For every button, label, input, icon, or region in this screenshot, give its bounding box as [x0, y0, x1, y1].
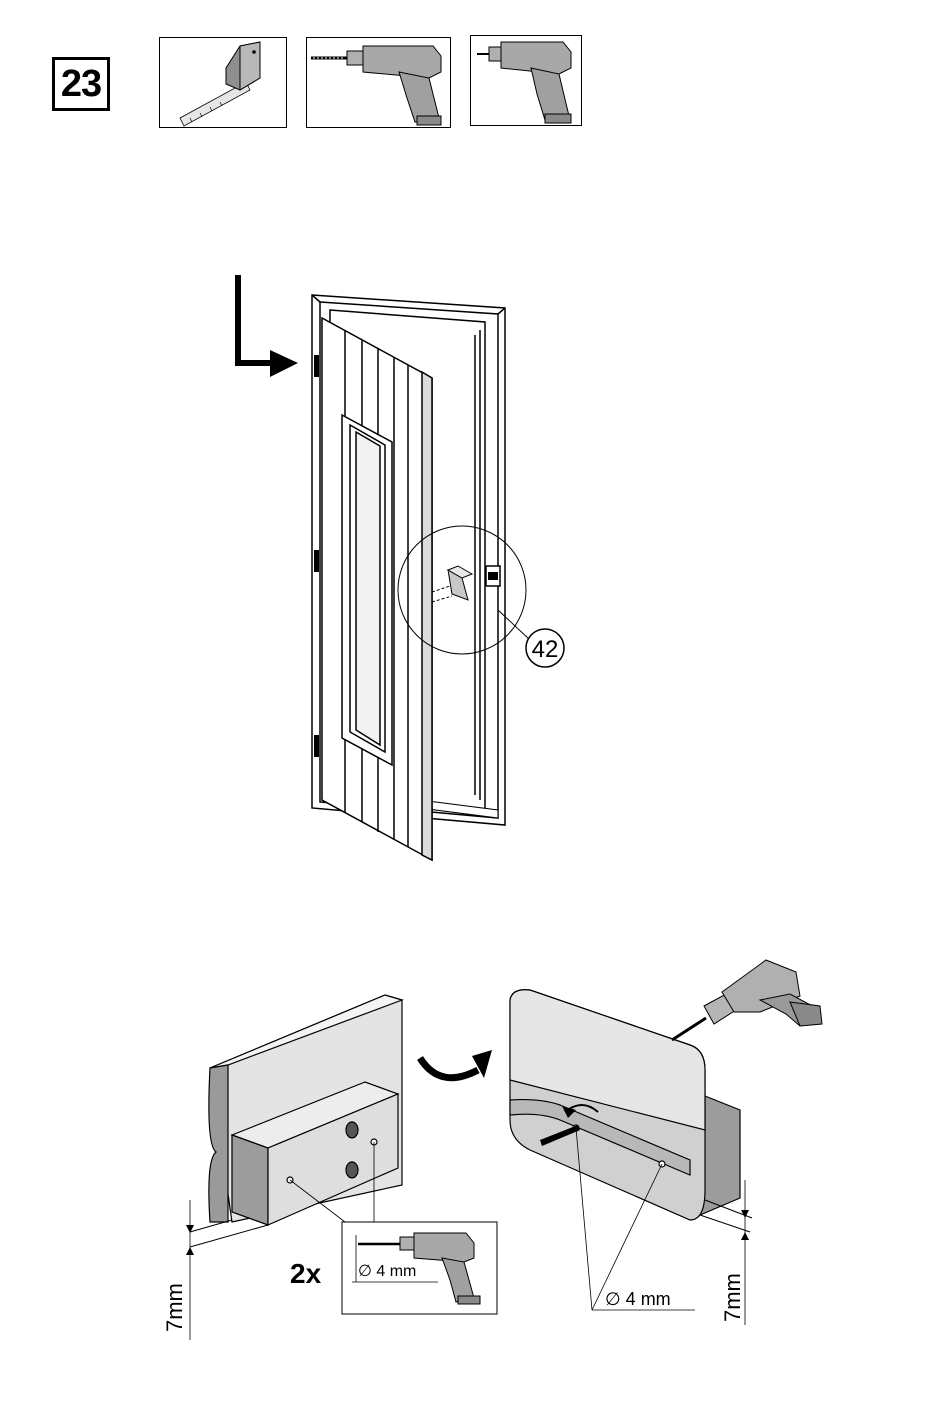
part-callout: 42: [526, 629, 564, 667]
direction-arrow-icon: [238, 275, 298, 377]
frame-section-left: [209, 995, 402, 1225]
hardware-detail-illustration: ∅ 4 mm 2x 7mm ∅ 4 mm 7mm: [0, 900, 950, 1409]
right-drill-icon: [672, 960, 822, 1040]
flip-arrow-icon: [420, 1058, 478, 1078]
offset-left: 7mm: [162, 1283, 187, 1332]
door-illustration: 42: [0, 0, 950, 900]
hinge-top: [314, 355, 319, 377]
hole-diameter-left: ∅ 4 mm: [358, 1263, 416, 1280]
door-leaf: [322, 318, 432, 860]
quantity-label: 2x: [290, 1258, 322, 1289]
part-number: 42: [532, 636, 559, 663]
hole-diameter-right: ∅ 4 mm: [605, 1289, 671, 1309]
hinge-middle: [314, 550, 319, 572]
offset-right: 7mm: [720, 1273, 745, 1322]
hinge-bottom: [314, 735, 319, 757]
frame-section-right: [510, 990, 740, 1220]
